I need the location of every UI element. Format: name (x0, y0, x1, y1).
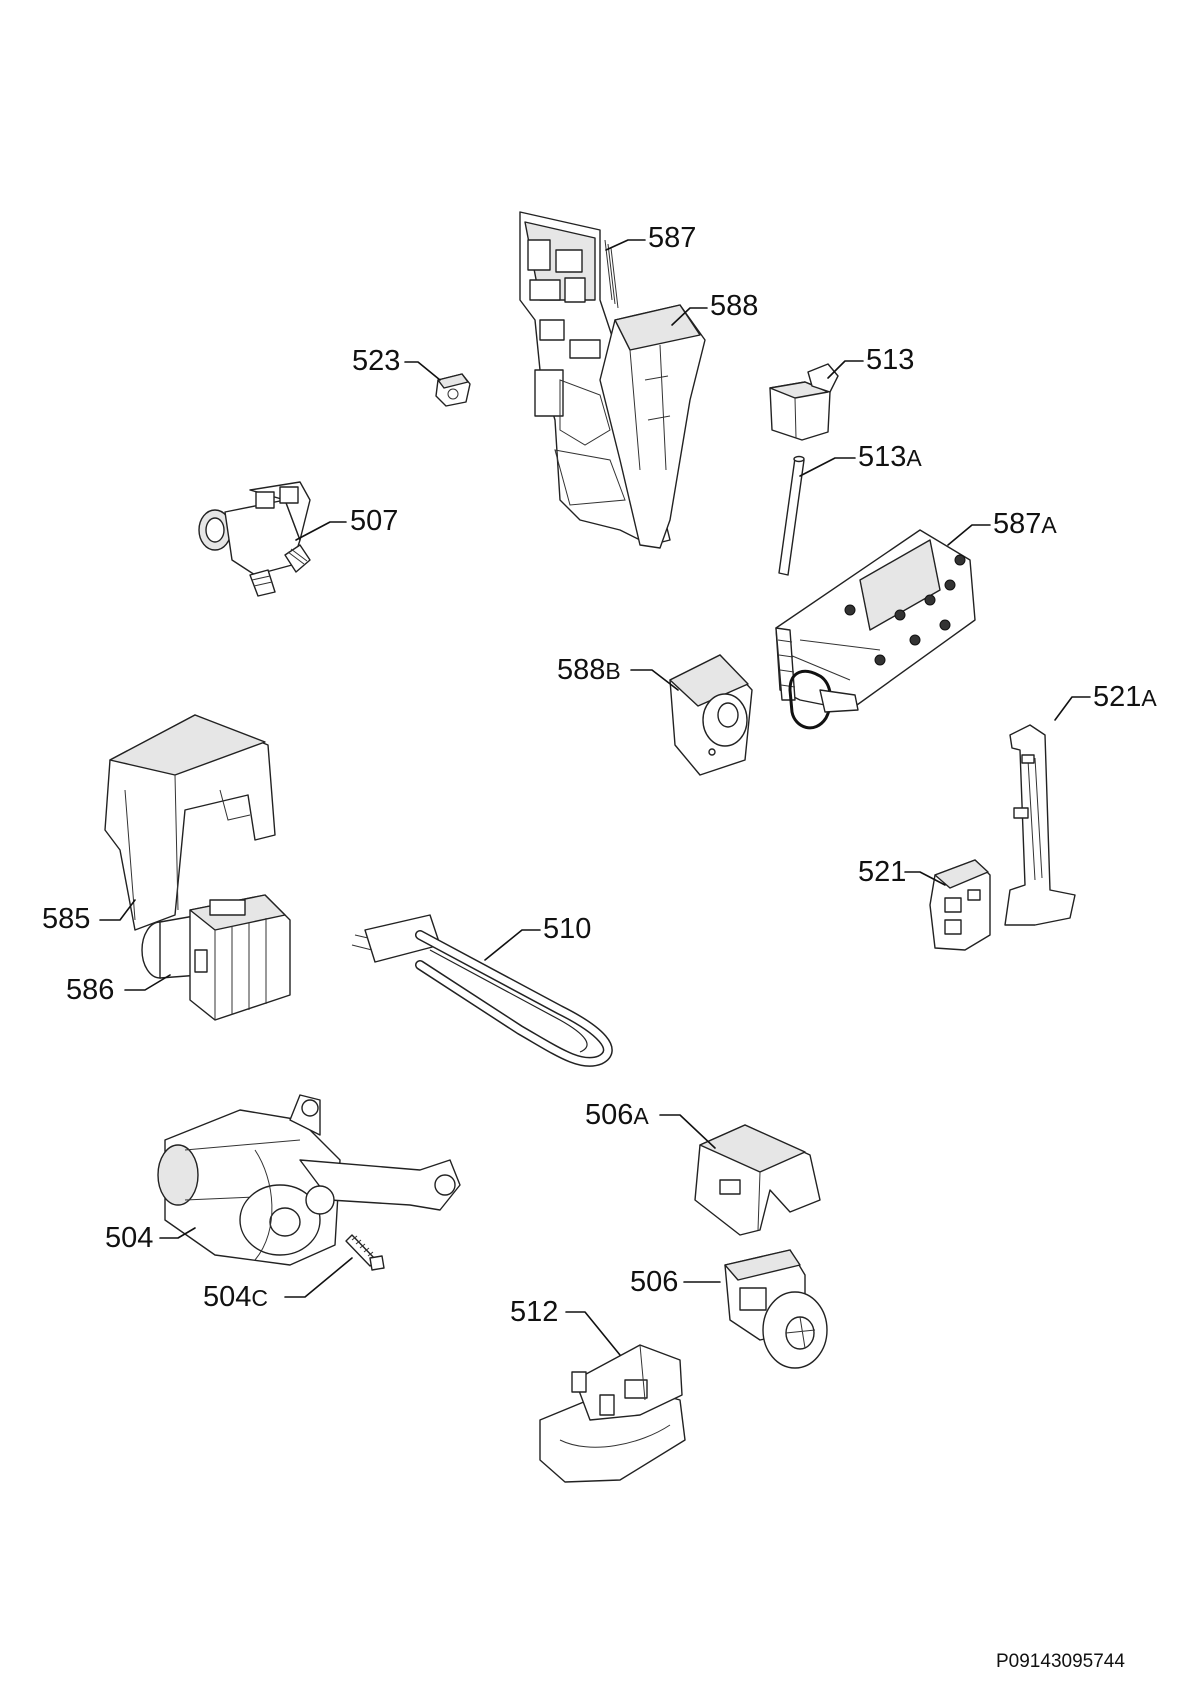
label-506: 506 (630, 1266, 679, 1298)
part-507-inlet-valve-drawing (198, 481, 311, 597)
part-521-door-lock-drawing (929, 859, 991, 951)
label-586: 586 (66, 974, 115, 1006)
part-588b-pressure-switch-drawing (669, 654, 753, 776)
document-code: P09143095744 (996, 1651, 1125, 1672)
label-507: 507 (350, 505, 399, 537)
part-521a-bracket-drawing (1004, 724, 1076, 926)
part-504-motor-drawing (157, 1094, 461, 1266)
leader-lines (99, 239, 1091, 1356)
part-513-filter-drawing (769, 363, 839, 441)
label-588: 588 (710, 290, 759, 322)
part-506a-pump-cover-drawing (694, 1124, 821, 1236)
label-504c: 504C (203, 1281, 269, 1313)
part-587a-display-board-drawing (775, 529, 976, 730)
label-521a: 521A (1093, 681, 1157, 713)
part-512-pump-housing-drawing (539, 1344, 686, 1483)
part-510-heating-element-drawing (351, 914, 613, 1067)
part-504c-screw-drawing (345, 1234, 385, 1271)
label-506a: 506A (585, 1099, 649, 1131)
label-588b: 588B (557, 654, 621, 686)
label-513: 513 (866, 344, 915, 376)
part-586-motor-controller-drawing (141, 894, 291, 1021)
part-523-clip-drawing (435, 373, 471, 407)
label-585: 585 (42, 903, 91, 935)
part-585-cover-drawing (104, 714, 276, 931)
part-506-drain-pump-drawing (724, 1249, 828, 1369)
label-513a: 513A (858, 441, 922, 473)
label-523: 523 (352, 345, 401, 377)
label-521: 521 (858, 856, 907, 888)
label-587: 587 (648, 222, 697, 254)
label-504: 504 (105, 1222, 154, 1254)
part-513a-rod-drawing (778, 455, 805, 576)
label-512: 512 (510, 1296, 559, 1328)
part-588-board-housing-drawing (554, 304, 706, 549)
label-587a: 587A (993, 508, 1057, 540)
label-510: 510 (543, 913, 592, 945)
